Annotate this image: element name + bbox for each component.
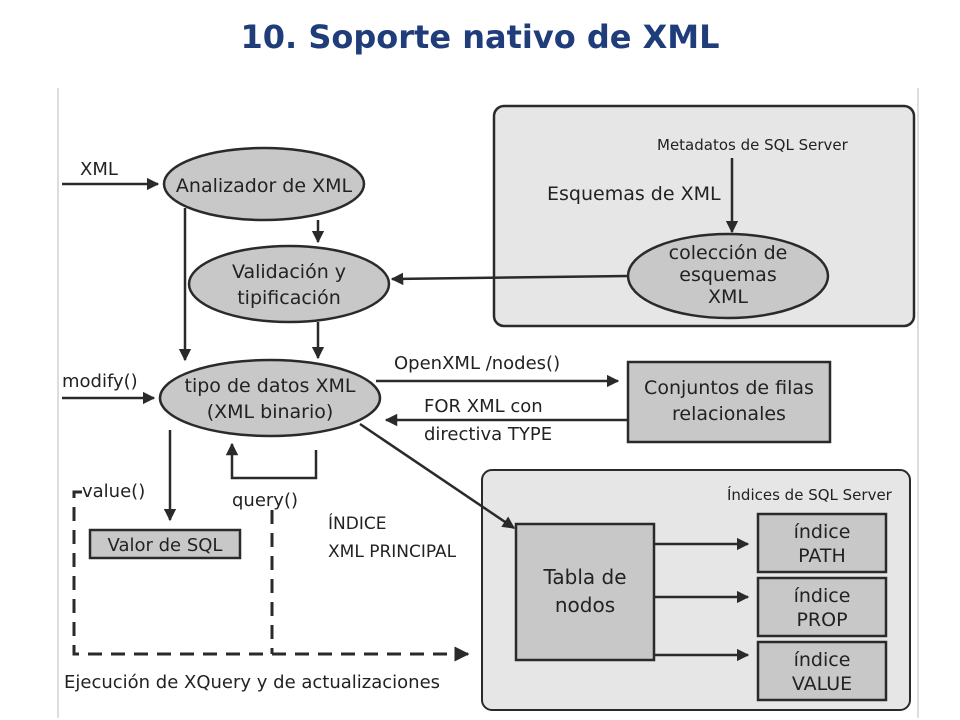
- page-title: 10. Soporte nativo de XML: [240, 18, 720, 56]
- tabla-nodos-label-1: Tabla de: [542, 565, 626, 589]
- indices-sql-server-label: Índices de SQL Server: [727, 485, 893, 504]
- for-xml-label-2: directiva TYPE: [424, 424, 552, 445]
- arrow-tipo-to-tabla-nodos: [359, 422, 516, 530]
- indice-principal-label-1: ÍNDICE: [328, 512, 386, 534]
- valor-sql-box: [88, 528, 242, 560]
- modify-label: modify(): [62, 371, 138, 392]
- arrow-query-loop: [225, 442, 318, 480]
- tipo-datos-label-1: tipo de datos XML: [185, 375, 356, 397]
- validacion-node: [187, 244, 391, 324]
- ejecucion-label: Ejecución de XQuery y de actualizaciones: [64, 672, 440, 693]
- indice-path-label-2: PATH: [798, 545, 846, 567]
- indice-principal-label-2: XML PRINCIPAL: [328, 542, 457, 562]
- coleccion-label-3: XML: [708, 286, 748, 308]
- analizador-label: Analizador de XML: [176, 175, 353, 197]
- analizador-node: [162, 146, 366, 222]
- indice-value-label-1: índice: [794, 649, 851, 671]
- xml-input-label: XML: [80, 159, 118, 180]
- indice-path-label-1: índice: [794, 521, 851, 543]
- conjuntos-label-1: Conjuntos de filas: [644, 377, 814, 399]
- indice-path-box: [756, 512, 888, 574]
- tipo-datos-node: [158, 358, 382, 438]
- indice-prop-box: [756, 576, 888, 638]
- conjuntos-filas-box: [626, 360, 832, 444]
- arrow-coleccion-to-validacion: [390, 272, 629, 286]
- indice-prop-label-2: PROP: [796, 609, 847, 631]
- metadatos-label: Metadatos de SQL Server: [657, 136, 849, 154]
- validacion-label-1: Validación y: [232, 261, 346, 283]
- tabla-nodos-box: [514, 522, 656, 662]
- coleccion-label-1: colección de: [669, 242, 788, 264]
- for-xml-label-1: FOR XML con: [424, 396, 543, 417]
- indice-prop-label-1: índice: [794, 585, 851, 607]
- validacion-label-2: tipificación: [237, 287, 341, 309]
- dashed-xquery-path-outer: [72, 490, 470, 662]
- query-label: query(): [232, 490, 298, 511]
- conjuntos-label-2: relacionales: [672, 403, 786, 425]
- indice-value-box: [756, 640, 888, 702]
- valor-sql-label: Valor de SQL: [108, 535, 223, 556]
- tabla-nodos-label-2: nodos: [555, 593, 615, 617]
- coleccion-label-2: esquemas: [679, 264, 776, 286]
- value-label: value(): [82, 481, 145, 502]
- openxml-label: OpenXML /nodes(): [394, 353, 560, 374]
- esquemas-xml-label: Esquemas de XML: [547, 183, 721, 205]
- indice-value-label-2: VALUE: [792, 673, 852, 695]
- tipo-datos-label-2: (XML binario): [207, 401, 334, 423]
